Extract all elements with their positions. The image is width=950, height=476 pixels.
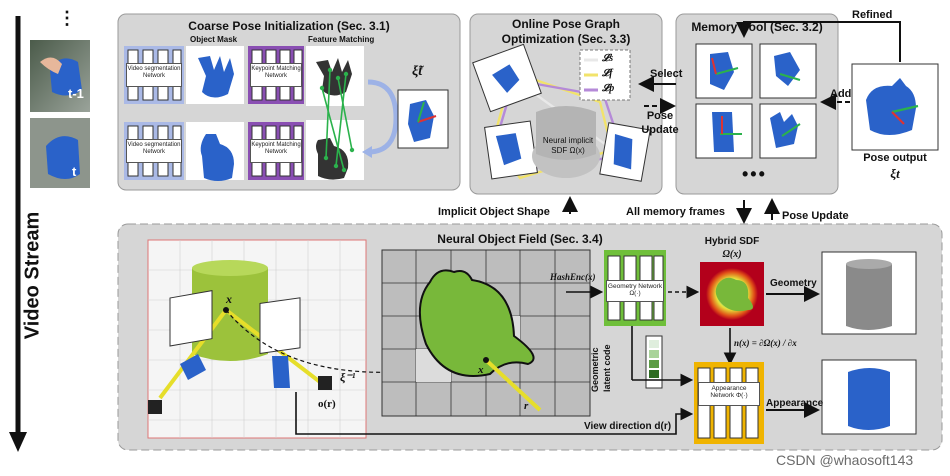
- frame-prev-label: t-1: [68, 86, 84, 101]
- camera-view-right: [259, 297, 301, 355]
- video-stream-label: Video Stream: [21, 211, 44, 340]
- sdf-label-line1: Neural implicit: [542, 136, 594, 145]
- object-mask-label: Object Mask: [190, 35, 238, 44]
- camera-view-left: [169, 290, 213, 347]
- feature-match-label: Feature Matching: [308, 35, 375, 44]
- implicit-shape-label: Implicit Object Shape: [438, 206, 550, 218]
- o-r-label: o(r): [318, 398, 336, 410]
- mask-bottom-shape: [200, 134, 234, 181]
- frame-cur-label: t: [72, 164, 77, 179]
- frame-t-object: [46, 136, 80, 179]
- refined-arrow: [736, 21, 901, 62]
- x-label-3d: x: [226, 292, 232, 306]
- legend-ls: 𝓛s: [602, 53, 614, 64]
- ray-left: [158, 308, 228, 400]
- memory-ellipsis: •••: [742, 164, 767, 184]
- coarse-bracket: [367, 79, 399, 155]
- field-shape: [418, 269, 535, 377]
- geometry-label: Geometry: [770, 278, 817, 289]
- vsn-label-top: Video segmentation Network: [126, 63, 182, 87]
- pose-output-symbol: ξt: [890, 166, 900, 181]
- frame-t-minus-1-hand: [40, 57, 62, 74]
- watermark: CSDN @whaosoft143: [776, 452, 914, 468]
- pose-output-label: Pose output: [863, 152, 927, 164]
- pose-output-object: [866, 78, 916, 135]
- hashenc-label: HashEnc(x): [550, 272, 596, 282]
- view-direction-label: View direction d(r): [584, 421, 672, 432]
- camera-right-icon: [318, 376, 332, 390]
- normal-label: n(x) = ∂Ω(x) / ∂x: [734, 338, 797, 348]
- hybrid-sdf-symbol: Ω(x): [722, 249, 742, 260]
- xi-tilde-label: ξ̃t: [412, 64, 423, 79]
- camera-left-icon: [148, 400, 162, 414]
- nof-title: Neural Object Field (Sec. 3.4): [437, 232, 603, 246]
- legend-lf: 𝓛f: [602, 68, 613, 79]
- vsn-label-bottom: Video segmentation Network: [126, 139, 182, 163]
- pose-update-mid-label: Pose Update: [782, 210, 849, 222]
- xi-inv-label: ξ⁻¹: [340, 370, 356, 384]
- appearance-label: Appearance: [766, 398, 824, 409]
- pgo-sdf-body: [536, 106, 596, 160]
- memory-axes: [711, 57, 801, 137]
- latent-label-line1: Geometric: [590, 347, 600, 392]
- match-points: [319, 67, 355, 173]
- kmn-label-top: Keypoint Matching Network: [250, 63, 302, 87]
- refined-label: Refined: [852, 9, 893, 21]
- sdf-label-line2: SDF Ω(x): [551, 146, 585, 155]
- field-ray: [484, 358, 542, 412]
- x-label-2d: x: [478, 364, 484, 376]
- add-label: Add: [830, 88, 852, 100]
- r-label: r: [524, 400, 529, 412]
- pose-update-label-1: Pose: [646, 110, 674, 122]
- memory-title: Memory Pool (Sec. 3.2): [691, 20, 823, 34]
- video-stream-arrow-head: [9, 432, 27, 452]
- kmn-label-bottom: Keypoint Matching Network: [250, 139, 302, 163]
- pgo-title-line1: Online Pose Graph: [511, 17, 621, 31]
- coarse-bracket-head: [362, 146, 372, 158]
- latent-code-bar: [645, 335, 663, 389]
- geometry-network-label: Geometry Network Ω(·): [606, 280, 664, 302]
- all-frames-label: All memory frames: [626, 206, 726, 218]
- match-lines: [321, 69, 353, 171]
- latent-label-line2: latent code: [602, 344, 612, 392]
- feature-match-top-shape: [316, 58, 352, 96]
- mask-top-shape: [198, 56, 234, 98]
- video-dots: ⋮: [58, 8, 76, 28]
- coarse-title: Coarse Pose Initialization (Sec. 3.1): [188, 19, 390, 33]
- pose-update-label-2: Update: [641, 124, 679, 136]
- hybrid-sdf-title: Hybrid SDF: [704, 236, 760, 247]
- feature-match-bottom-shape: [316, 138, 349, 180]
- select-label: Select: [650, 68, 683, 80]
- view-direction-arrow: [295, 392, 694, 435]
- pgo-title-line2: Optimization (Sec. 3.3): [501, 32, 631, 46]
- legend-lp: 𝓛p: [602, 83, 615, 94]
- appearance-network-label: Appearance Network Φ(·): [698, 382, 760, 406]
